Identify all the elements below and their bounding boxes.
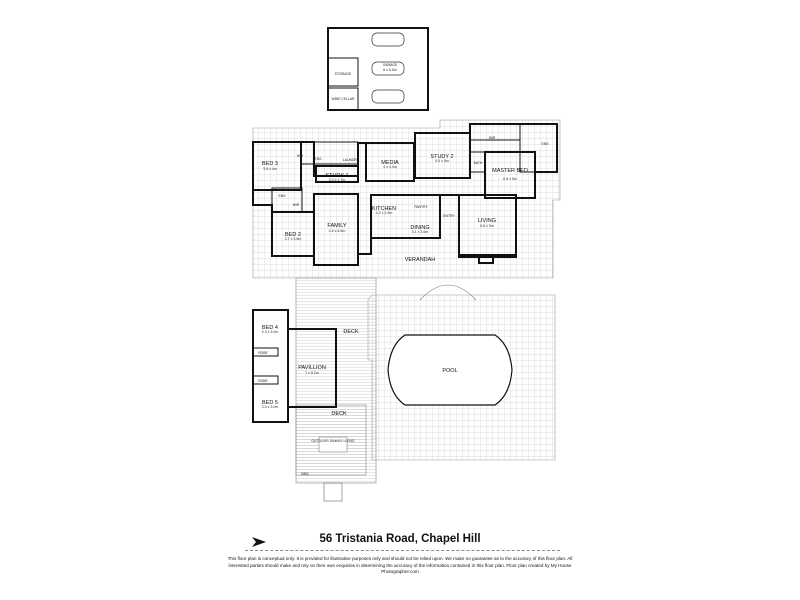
svg-text:ENS: ENS: [542, 142, 550, 146]
svg-text:GARAGE: GARAGE: [383, 63, 398, 67]
svg-text:VERANDAH: VERANDAH: [405, 257, 436, 263]
pool: POOL: [387, 284, 513, 406]
svg-text:4.2 x 2.5m: 4.2 x 2.5m: [376, 211, 393, 215]
svg-text:DECK: DECK: [331, 411, 347, 417]
svg-text:BED 4: BED 4: [262, 325, 278, 331]
car-icon: [371, 61, 405, 76]
svg-text:ENTRY: ENTRY: [443, 214, 455, 218]
svg-text:BED 3: BED 3: [262, 161, 278, 167]
svg-text:DECK: DECK: [343, 329, 359, 335]
svg-text:4 x 4.4m: 4 x 4.4m: [383, 165, 397, 169]
divider: [245, 550, 560, 551]
svg-text:FAMILY: FAMILY: [327, 223, 346, 229]
svg-text:WIR: WIR: [293, 203, 300, 207]
svg-text:WIR: WIR: [297, 154, 304, 158]
svg-text:MASTER BED: MASTER BED: [492, 168, 528, 174]
svg-text:3.3 x 3.0m: 3.3 x 3.0m: [262, 330, 279, 334]
svg-text:ENS: ENS: [279, 194, 287, 198]
car-icon: [371, 89, 405, 104]
car-icon: [371, 32, 405, 47]
svg-text:KITCHEN: KITCHEN: [372, 206, 396, 212]
svg-text:LAUNDRY: LAUNDRY: [343, 158, 360, 162]
svg-text:PAVILLION: PAVILLION: [298, 365, 326, 371]
svg-text:ROBE: ROBE: [258, 379, 268, 383]
svg-text:OUTDOOR DINING/ LIVING: OUTDOOR DINING/ LIVING: [311, 439, 355, 443]
svg-text:STORAGE: STORAGE: [335, 72, 352, 76]
svg-text:6 x 6.5m: 6 x 6.5m: [383, 68, 397, 72]
main-house: BED 3 3.8 x 4m WIR ENS LAUNDRY STUDY 1 3…: [252, 123, 558, 266]
north-arrow-icon: [252, 537, 266, 547]
svg-text:STUDY 2: STUDY 2: [430, 154, 453, 160]
svg-text:DINING: DINING: [410, 225, 429, 231]
svg-text:4.8 x 6.6m: 4.8 x 6.6m: [329, 229, 346, 233]
svg-text:POOL: POOL: [442, 368, 457, 374]
svg-text:PANTRY: PANTRY: [414, 205, 428, 209]
garage-block: GARAGE 6 x 6.5m STORAGE WINE CELLAR: [327, 27, 429, 111]
pavilion-block: BED 4 3.3 x 3.0m ROBE ROBE BED 5 3.3 x 3…: [252, 309, 359, 502]
svg-text:WINE CELLAR: WINE CELLAR: [332, 97, 356, 101]
svg-text:MEDIA: MEDIA: [381, 160, 399, 166]
svg-text:5.5 x 5m: 5.5 x 5m: [435, 159, 449, 163]
svg-text:3.3 x 3.0m: 3.3 x 3.0m: [262, 405, 279, 409]
svg-text:BED 2: BED 2: [285, 232, 301, 238]
svg-text:BATH: BATH: [474, 161, 483, 165]
svg-text:3.7 x 3.8m: 3.7 x 3.8m: [285, 237, 302, 241]
svg-text:LIVING: LIVING: [478, 218, 496, 224]
svg-text:BED 5: BED 5: [262, 400, 278, 406]
svg-text:STUDY 1: STUDY 1: [325, 173, 348, 179]
svg-text:BBQ: BBQ: [301, 472, 309, 476]
svg-text:ROBE: ROBE: [258, 351, 268, 355]
svg-text:6.8 x 5m: 6.8 x 5m: [503, 177, 517, 181]
svg-text:WIR: WIR: [489, 136, 496, 140]
property-address-title: 56 Tristania Road, Chapel Hill: [319, 533, 481, 545]
svg-text:7 x 5.2m: 7 x 5.2m: [305, 371, 319, 375]
svg-text:3.1 x 3.6m: 3.1 x 3.6m: [412, 230, 429, 234]
svg-text:ENS: ENS: [315, 157, 323, 161]
svg-text:3.8 x 4m: 3.8 x 4m: [263, 167, 277, 171]
disclaimer-text: This floor plan is conceptual only. It i…: [227, 556, 573, 574]
svg-text:3.3 x 1.7m: 3.3 x 1.7m: [329, 178, 346, 182]
svg-text:5.6 x 5m: 5.6 x 5m: [480, 224, 494, 228]
